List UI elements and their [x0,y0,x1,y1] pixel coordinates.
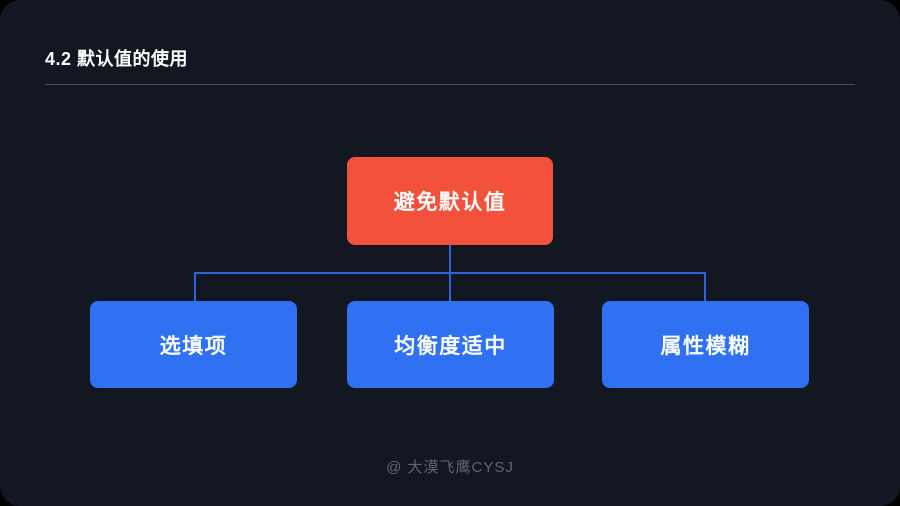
diagram-child-label-2: 均衡度适中 [394,334,507,358]
watermark-text: @ 大漠飞鹰CYSJ [386,459,514,476]
connector-child1-vertical [194,272,196,301]
diagram-child-node-3: 属性模糊 [602,301,809,388]
page-title: 4.2 默认值的使用 [45,49,189,69]
diagram-child-node-1: 选填项 [90,301,297,388]
diagram-child-label-1: 选填项 [159,334,228,358]
diagram-root-label: 避免默认值 [393,191,507,214]
diagram-root-node: 避免默认值 [347,157,553,245]
title-divider [45,84,855,85]
connector-child2-vertical [449,272,451,301]
diagram-child-label-3: 属性模糊 [660,334,751,358]
connector-child3-vertical [704,272,706,301]
connector-root-vertical [449,245,451,273]
diagram-child-node-2: 均衡度适中 [347,301,554,388]
